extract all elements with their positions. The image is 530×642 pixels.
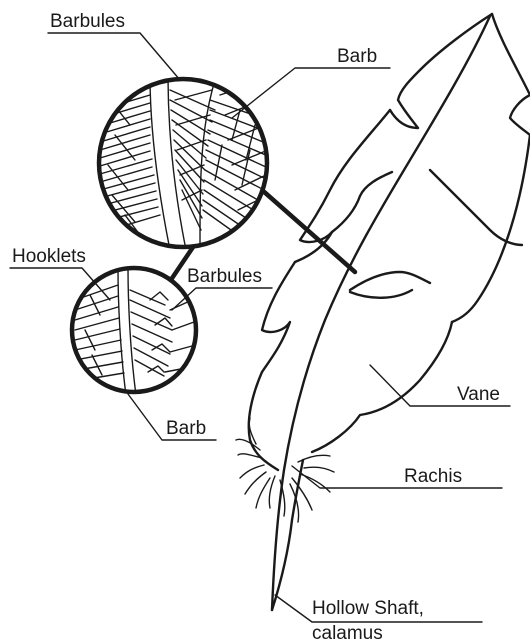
magnifier-small xyxy=(72,268,196,395)
label-barb-top: Barb xyxy=(337,46,377,67)
label-barb-small: Barb xyxy=(166,418,206,439)
leader-rachis xyxy=(292,466,502,488)
label-hollow-shaft-line1: Hollow Shaft, xyxy=(312,598,424,619)
label-hollow-shaft-line2: calamus xyxy=(312,623,383,642)
label-rachis: Rachis xyxy=(404,466,462,487)
label-vane: Vane xyxy=(457,384,500,405)
label-barbules-small: Barbules xyxy=(187,266,262,287)
feather-rachis xyxy=(272,16,490,610)
label-barbules-top: Barbules xyxy=(50,11,125,32)
leader-barb-top xyxy=(232,68,390,118)
label-hooklets: Hooklets xyxy=(12,246,86,267)
magnifier-large xyxy=(99,75,268,250)
leader-barbules-top xyxy=(48,33,180,80)
